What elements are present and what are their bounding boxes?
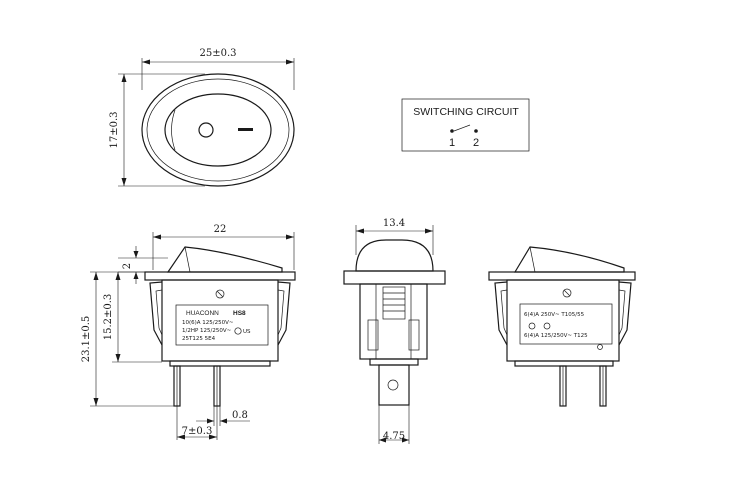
label-mark: US bbox=[243, 329, 251, 335]
circuit-title: SWITCHING CIRCUIT bbox=[413, 106, 519, 118]
front-flange bbox=[144, 271, 296, 281]
side-body bbox=[359, 283, 428, 360]
back-left-snap-clip bbox=[494, 281, 508, 346]
label-brand: HUACONN bbox=[186, 310, 219, 317]
side-actuator-dome bbox=[355, 239, 434, 272]
label-line-2: 1/2HP 125/250V~ bbox=[182, 328, 232, 334]
top-view: 25±0.3 17±0.3 bbox=[109, 48, 295, 187]
front-base bbox=[169, 360, 271, 367]
back-view: 6(4)A 250V~ T105/55 6(4)A 125/250V~ T125 bbox=[488, 246, 636, 407]
top-height-dimension: 17±0.3 bbox=[109, 111, 120, 148]
back-small-mark-icon bbox=[597, 344, 603, 350]
front-view: HUACONN HS8 10(6)A 125/250V~ 1/2HP 125/2… bbox=[81, 224, 296, 440]
back-rocker-actuator bbox=[513, 246, 625, 273]
terminal-2-contact bbox=[474, 129, 478, 133]
pin-width-dimension: 0.8 bbox=[232, 410, 248, 421]
side-terminal bbox=[378, 364, 410, 406]
side-right-clip bbox=[408, 319, 420, 351]
back-rivet-icon bbox=[562, 288, 572, 298]
bezel-inner-outline bbox=[146, 78, 290, 182]
actuator-height-dimension: 2 bbox=[122, 263, 133, 269]
label-model: HS8 bbox=[233, 310, 246, 317]
side-flange bbox=[343, 270, 446, 285]
circuit-frame bbox=[401, 98, 530, 152]
label-line-1: 10(6)A 125/250V~ bbox=[182, 320, 234, 326]
label-line-3: 25T125 5E4 bbox=[182, 336, 216, 342]
rocker-pivot-edge bbox=[184, 246, 191, 273]
bezel-outer-outline bbox=[141, 73, 295, 187]
terminal-width-dimension: 4.75 bbox=[383, 431, 405, 442]
back-flange bbox=[488, 271, 636, 281]
terminal-1-label: 1 bbox=[449, 137, 455, 149]
certification-mark-icon bbox=[234, 327, 242, 335]
back-label-line-1: 6(4)A 250V~ T105/55 bbox=[524, 312, 585, 318]
back-approval-mark-icon bbox=[528, 322, 536, 330]
off-symbol-icon bbox=[198, 122, 214, 138]
switch-blade bbox=[453, 124, 471, 132]
rating-label-plate bbox=[175, 304, 269, 346]
side-base bbox=[369, 358, 419, 366]
back-label-line-2: 6(4)A 125/250V~ T125 bbox=[524, 333, 588, 339]
back-ce-mark-icon bbox=[543, 322, 551, 330]
left-snap-clip bbox=[149, 281, 163, 346]
side-width-dimension: 13.4 bbox=[383, 218, 405, 229]
pin-pitch-dimension: 7±0.3 bbox=[182, 426, 213, 437]
back-right-snap-clip bbox=[618, 281, 632, 346]
on-symbol-icon bbox=[238, 128, 253, 131]
back-rating-label-plate bbox=[519, 303, 613, 345]
top-width-dimension: 25±0.3 bbox=[199, 48, 236, 59]
side-spring-housing bbox=[382, 286, 406, 320]
body-height-dimension: 15.2±0.3 bbox=[103, 294, 114, 341]
side-view: 13.4 4.75 bbox=[343, 218, 446, 444]
rivet-icon bbox=[215, 289, 225, 299]
rocker-edge-highlight bbox=[171, 109, 176, 151]
right-snap-clip bbox=[277, 281, 291, 346]
rocker-outline bbox=[164, 93, 272, 167]
side-left-clip bbox=[367, 319, 379, 351]
back-base bbox=[514, 360, 614, 367]
total-height-dimension: 23.1±0.5 bbox=[81, 316, 92, 363]
switching-circuit-box: SWITCHING CIRCUIT 1 2 bbox=[401, 98, 530, 152]
front-width-dimension: 22 bbox=[214, 224, 227, 235]
terminal-1-contact bbox=[450, 129, 454, 133]
terminal-hole-icon bbox=[387, 379, 399, 391]
terminal-2-label: 2 bbox=[473, 137, 479, 149]
rocker-actuator bbox=[166, 246, 283, 273]
